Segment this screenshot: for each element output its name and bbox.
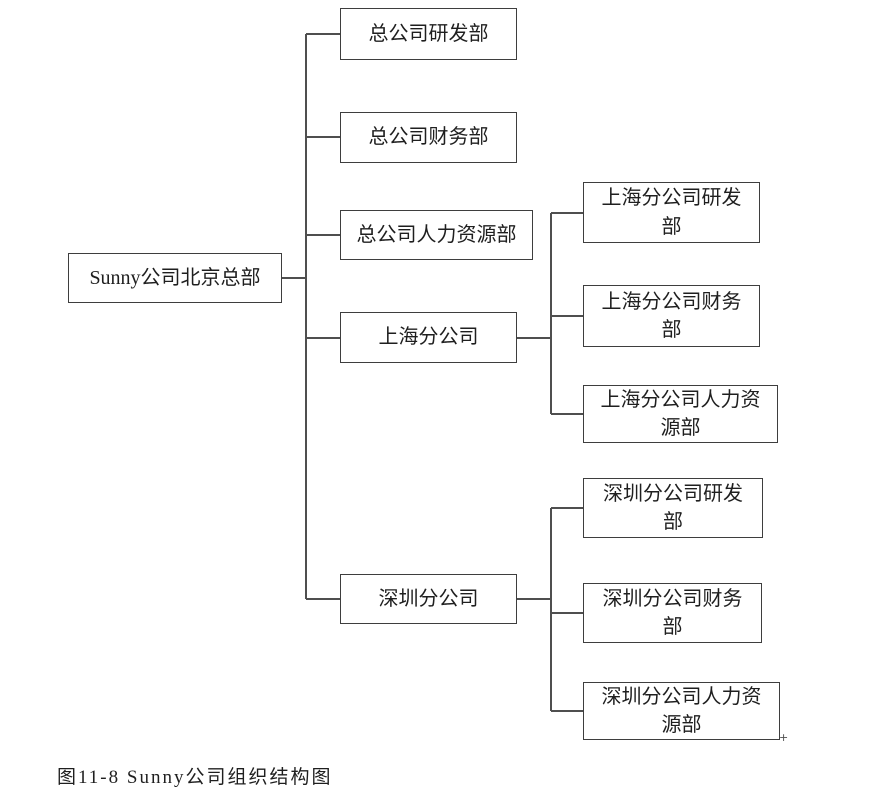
- node-hq-finance-dept: 总公司财务部: [340, 112, 517, 163]
- node-shanghai-finance-dept: 上海分公司财务部: [583, 285, 760, 347]
- node-shenzhen-branch: 深圳分公司: [340, 574, 517, 624]
- node-shanghai-branch: 上海分公司: [340, 312, 517, 363]
- node-shanghai-hr-dept: 上海分公司人力资源部: [583, 385, 778, 443]
- node-hq-hr-dept: 总公司人力资源部: [340, 210, 533, 260]
- figure-caption: 图11-8 Sunny公司组织结构图: [57, 767, 333, 788]
- node-shenzhen-hr-dept: 深圳分公司人力资源部: [583, 682, 780, 740]
- artifact-mark: +: [779, 731, 789, 744]
- connector-shenzhen-branch: [517, 507, 583, 712]
- node-root-beijing-hq: Sunny公司北京总部: [68, 253, 282, 303]
- node-shanghai-rd-dept: 上海分公司研发部: [583, 182, 760, 243]
- node-shenzhen-rd-dept: 深圳分公司研发部: [583, 478, 763, 538]
- connector-root-trunk: [282, 33, 340, 600]
- node-shenzhen-finance-dept: 深圳分公司财务部: [583, 583, 762, 643]
- connector-shanghai-branch: [517, 212, 583, 415]
- node-hq-rd-dept: 总公司研发部: [340, 8, 517, 60]
